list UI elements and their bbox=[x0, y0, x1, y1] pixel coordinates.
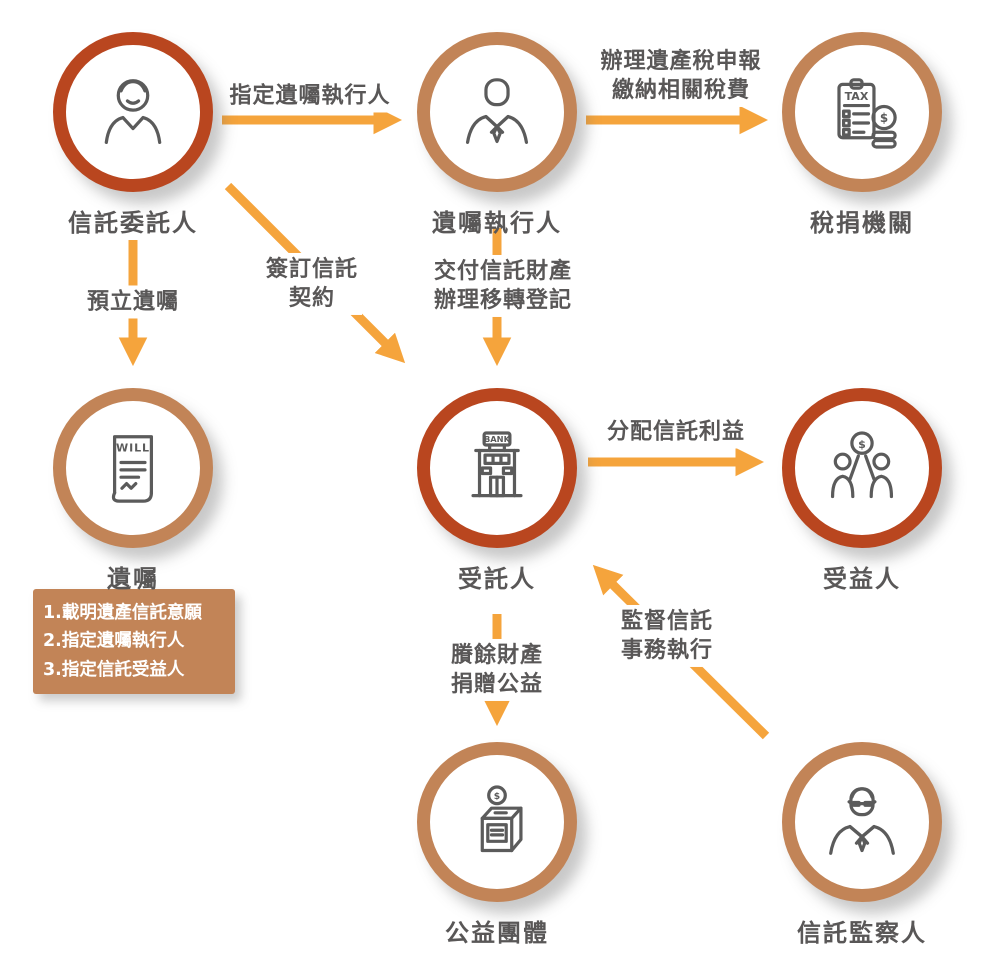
trustee-label: 受託人 bbox=[458, 565, 536, 593]
tax-document-icon: TAX $ bbox=[837, 78, 897, 149]
edge-label-line: 繳納相關稅費 bbox=[611, 78, 751, 103]
will-contents-note: 1.載明遺產信託意願 2.指定遺囑執行人 3.指定信託受益人 bbox=[33, 589, 235, 695]
edge-label-make-will: 預立遺囑 bbox=[82, 285, 184, 319]
tax-office-label: 稅捐機關 bbox=[810, 209, 914, 237]
note-line: 2.指定遺囑執行人 bbox=[43, 631, 185, 652]
supervisor-label: 信託監察人 bbox=[797, 919, 927, 947]
dollar-text: $ bbox=[880, 111, 888, 125]
node-beneficiary: $ 受益人 bbox=[777, 388, 947, 594]
edge-label-sign-trust-contract: 簽訂信託 契約 bbox=[261, 252, 363, 316]
edge-label-deliver-trust-property: 交付信託財產 辦理移轉登記 bbox=[429, 254, 577, 318]
will-label: 遺囑 bbox=[107, 565, 159, 593]
tax-office-ring: TAX $ bbox=[782, 32, 942, 192]
edge-label-line: 契約 bbox=[288, 286, 336, 311]
executor-ring bbox=[417, 32, 577, 192]
edge-label-line: 分配信託利益 bbox=[606, 419, 746, 445]
person-icon bbox=[104, 79, 162, 144]
node-supervisor: 信託監察人 bbox=[777, 742, 947, 948]
will-ring: WILL bbox=[53, 388, 213, 548]
trustee-ring: BANK bbox=[417, 388, 577, 548]
edge-label-line: 捐贈公益 bbox=[450, 672, 544, 697]
edge-label-distribute-benefits: 分配信託利益 bbox=[602, 415, 750, 449]
edge-label-line: 監督信託 bbox=[620, 608, 714, 634]
bank-text: BANK bbox=[484, 434, 511, 444]
supervisor-ring bbox=[782, 742, 942, 902]
node-will: WILL 遺囑 bbox=[48, 388, 218, 594]
charity-label: 公益團體 bbox=[445, 919, 549, 947]
settlor-ring bbox=[53, 32, 213, 192]
dollar-text: $ bbox=[858, 438, 866, 451]
edge-label-line: 事務執行 bbox=[620, 638, 714, 663]
edge-label-charity-donation: 賸餘財產 捐贈公益 bbox=[446, 638, 548, 702]
will-text: WILL bbox=[116, 441, 150, 454]
note-line: 3.指定信託受益人 bbox=[43, 659, 185, 680]
edge-label-line: 賸餘財產 bbox=[450, 642, 544, 668]
node-executor: 遺囑執行人 bbox=[412, 32, 582, 238]
edge-label-pay-tax: 辦理遺產稅申報 繳納相關稅費 bbox=[596, 44, 766, 108]
beneficiary-label: 受益人 bbox=[823, 565, 901, 593]
edge-label-line: 指定遺囑執行人 bbox=[229, 83, 391, 109]
settlor-label: 信託委託人 bbox=[68, 209, 198, 237]
node-tax-office: TAX $ 稅捐機關 bbox=[777, 32, 947, 238]
dollar-text: $ bbox=[494, 791, 500, 802]
businessman-icon bbox=[465, 78, 529, 144]
executor-label: 遺囑執行人 bbox=[432, 209, 562, 237]
edge-label-line: 辦理移轉登記 bbox=[433, 288, 573, 313]
node-trustee: BANK 受託人 bbox=[412, 388, 582, 594]
edge-label-supervise-trust: 監督信託 事務執行 bbox=[616, 604, 718, 668]
tax-text: TAX bbox=[845, 90, 869, 103]
charity-ring: $ bbox=[417, 742, 577, 902]
note-line: 1.載明遺產信託意願 bbox=[43, 603, 202, 623]
will-scroll-icon: WILL bbox=[111, 435, 154, 503]
node-charity: $ 公益團體 bbox=[412, 742, 582, 948]
donation-box-icon: $ bbox=[480, 785, 523, 853]
node-settlor: 信託委託人 bbox=[48, 32, 218, 238]
edge-label-line: 辦理遺產稅申報 bbox=[600, 48, 762, 74]
beneficiary-ring: $ bbox=[782, 388, 942, 548]
beneficiaries-icon: $ bbox=[830, 431, 894, 499]
edge-label-line: 預立遺囑 bbox=[86, 289, 180, 315]
bank-icon: BANK bbox=[471, 431, 523, 498]
edge-label-line: 交付信託財產 bbox=[433, 258, 573, 284]
supervisor-icon bbox=[829, 787, 895, 855]
edge-label-line: 簽訂信託 bbox=[265, 256, 359, 282]
edge-label-appoint-executor: 指定遺囑執行人 bbox=[225, 79, 395, 113]
